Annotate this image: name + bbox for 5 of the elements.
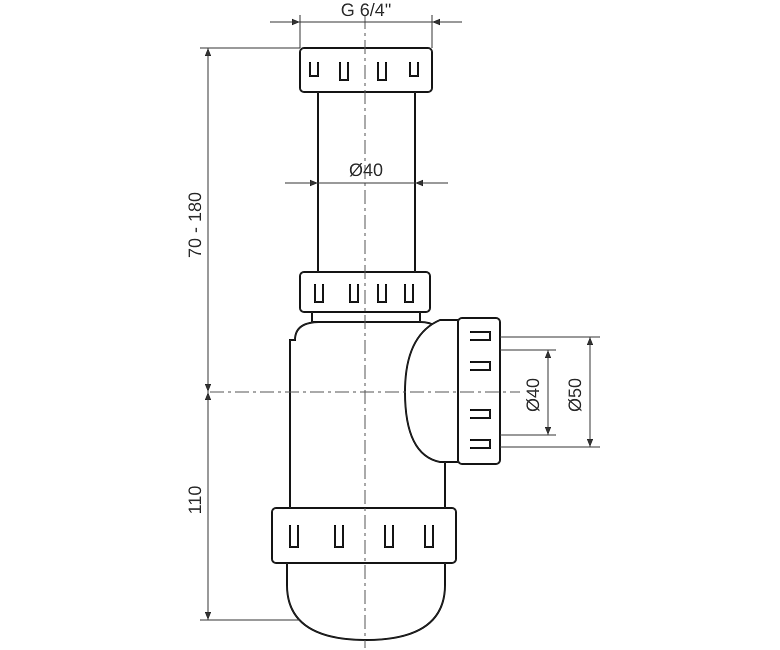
dimension-label: 70 - 180 <box>186 192 204 258</box>
dimension-label: Ø40 <box>524 378 542 412</box>
dimension-label: 110 <box>186 486 204 514</box>
dimension-label: Ø50 <box>566 378 584 412</box>
dimension-label: G 6/4" <box>340 1 392 19</box>
